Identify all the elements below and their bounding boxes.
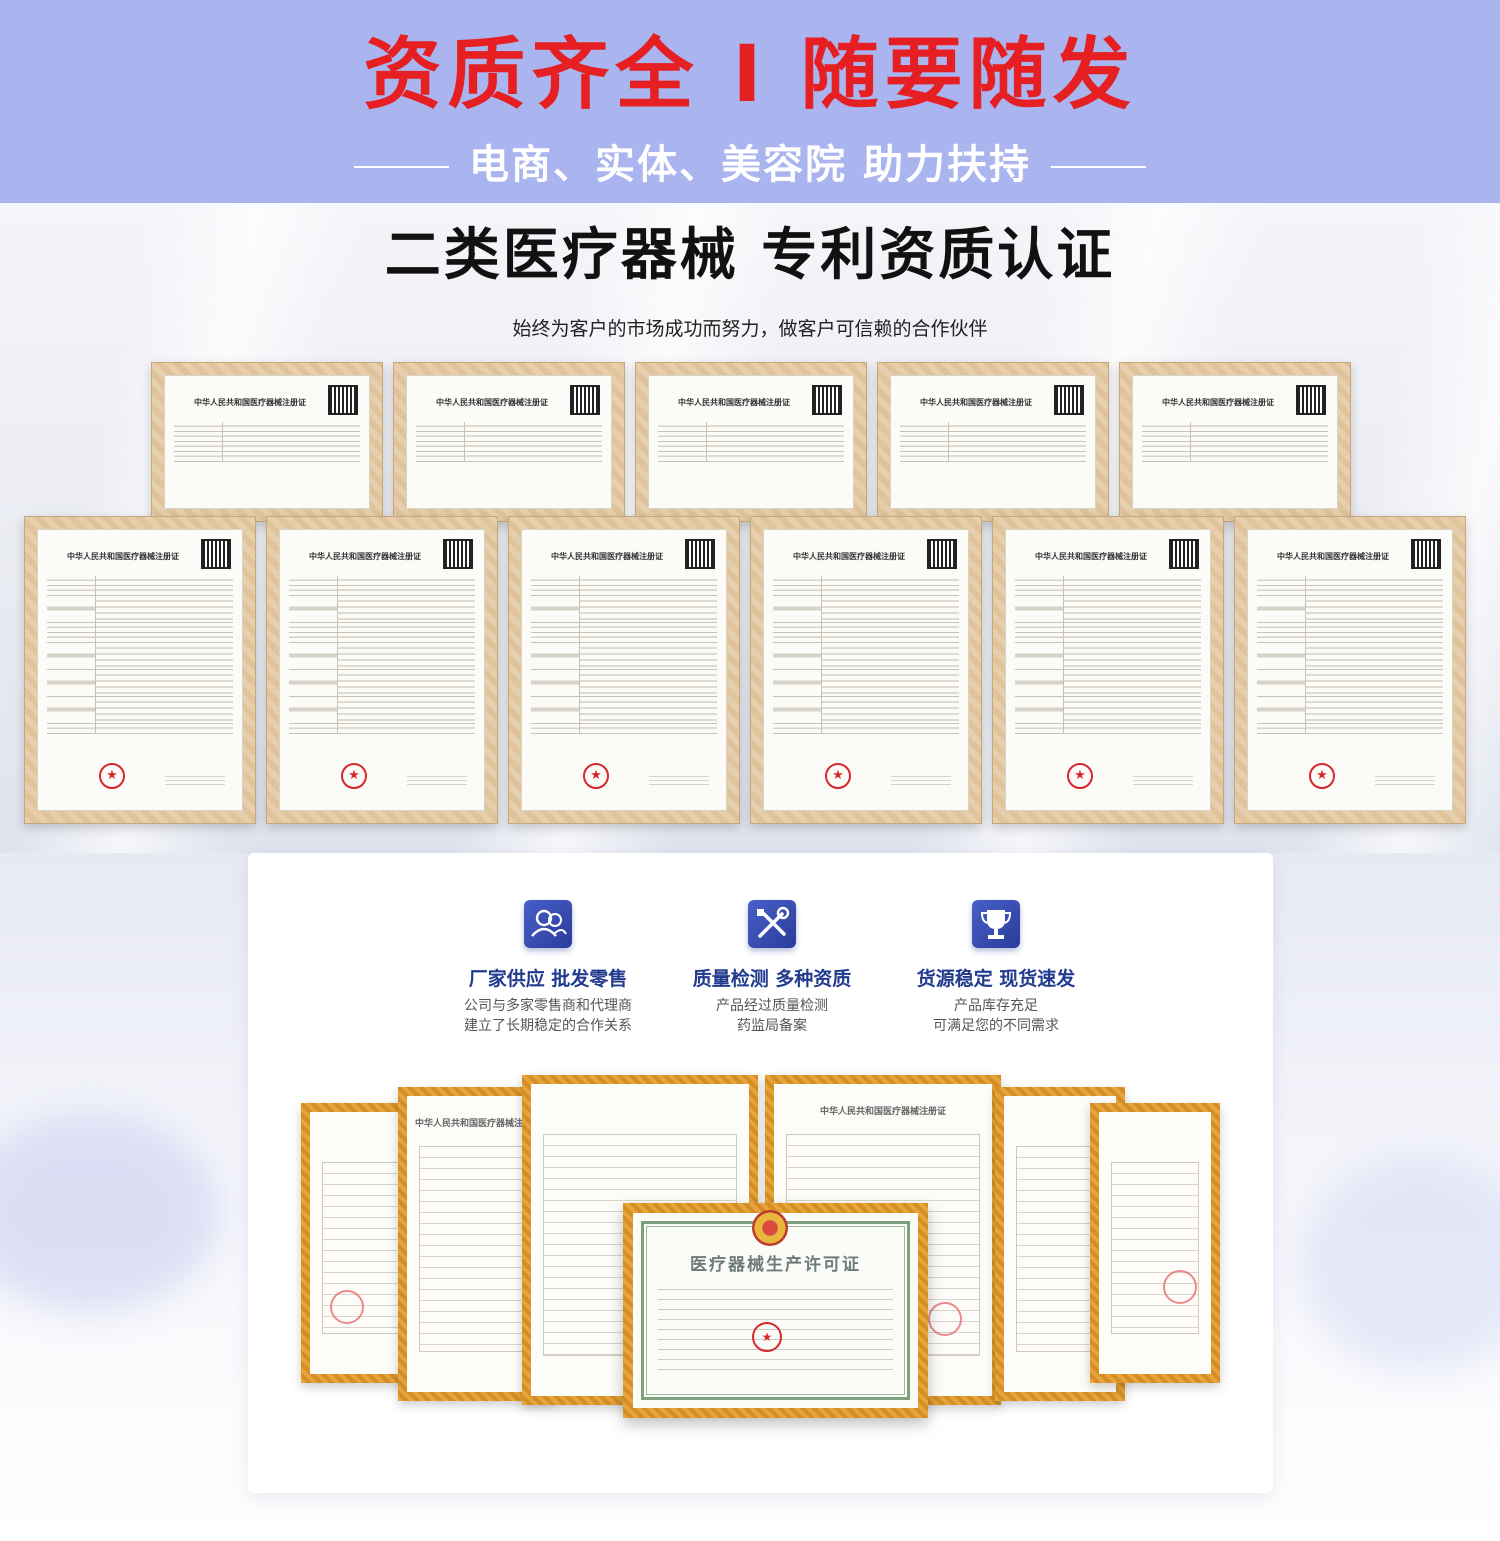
certificate-frame: 中华人民共和国医疗器械注册证 — [635, 362, 867, 522]
divider-line-left — [354, 166, 450, 168]
feature-title: 质量检测 多种资质 — [692, 968, 852, 990]
certificate-title: 中华人民共和国医疗器械注册证 — [67, 551, 179, 561]
license-title: 中华人民共和国医疗器械注册证 — [414, 1119, 541, 1129]
certificate-title: 中华人民共和国医疗器械注册证 — [920, 397, 1032, 407]
trophy-icon — [972, 900, 1020, 948]
red-seal-icon: ★ — [1067, 763, 1093, 789]
feature-title: 货源稳定 现货速发 — [916, 968, 1076, 990]
production-license-frame: 医疗器械生产许可证 ★ — [623, 1203, 928, 1418]
feature-desc: 可满足您的不同需求 — [933, 1018, 1059, 1034]
certificate-title: 中华人民共和国医疗器械注册证 — [194, 397, 306, 407]
decor-blob — [0, 1113, 220, 1313]
feature-title: 厂家供应 批发零售 — [468, 968, 628, 990]
top-banner: 资质齐全 I 随要随发 电商、实体、美容院 助力扶持 — [0, 0, 1500, 203]
certificate-title: 中华人民共和国医疗器械注册证 — [1035, 551, 1147, 561]
qr-code-icon — [201, 539, 231, 569]
certificate-frame: 中华人民共和国医疗器械注册证 — [151, 362, 383, 522]
certificate-frame: 中华人民共和国医疗器械注册证 ★ — [24, 516, 256, 824]
license-title: 中华人民共和国医疗器械注册证 — [819, 1107, 946, 1117]
certificate-title: 中华人民共和国医疗器械注册证 — [436, 397, 548, 407]
red-seal-icon — [330, 1290, 364, 1324]
certificate-title: 中华人民共和国医疗器械注册证 — [678, 397, 790, 407]
banner-subtitle: 电商、实体、美容院 助力扶持 — [469, 142, 1031, 188]
qr-code-icon — [443, 539, 473, 569]
section-subtitle: 始终为客户的市场成功而努力，做客户可信赖的合作伙伴 — [512, 318, 988, 340]
certificate-title: 中华人民共和国医疗器械注册证 — [1277, 551, 1389, 561]
qr-code-icon — [1411, 539, 1441, 569]
certificate-title: 中华人民共和国医疗器械注册证 — [793, 551, 905, 561]
production-license-title: 医疗器械生产许可证 — [690, 1255, 861, 1275]
feature-supply: 厂家供应 批发零售 公司与多家零售商和代理商 建立了长期稳定的合作关系 — [418, 900, 678, 1033]
qr-code-icon — [927, 539, 957, 569]
qr-code-icon — [1054, 385, 1084, 415]
red-seal-icon — [1163, 1270, 1197, 1304]
banner-subtitle-row: 电商、实体、美容院 助力扶持 — [0, 132, 1500, 190]
feature-stock: 货源稳定 现货速发 产品库存充足 可满足您的不同需求 — [866, 900, 1126, 1033]
certificate-title: 中华人民共和国医疗器械注册证 — [551, 551, 663, 561]
feature-desc: 建立了长期稳定的合作关系 — [464, 1018, 632, 1034]
feature-desc: 产品经过质量检测 — [716, 998, 828, 1014]
decor-blob — [1300, 1153, 1500, 1373]
certificate-frame: 中华人民共和国医疗器械注册证 ★ — [1234, 516, 1466, 824]
qr-code-icon — [570, 385, 600, 415]
certificate-frame: 中华人民共和国医疗器械注册证 — [1119, 362, 1351, 522]
certificate-frame: 中华人民共和国医疗器械注册证 ★ — [750, 516, 982, 824]
tools-icon — [748, 900, 796, 948]
banner-title: 资质齐全 I 随要随发 — [363, 30, 1137, 120]
red-seal-icon: ★ — [583, 763, 609, 789]
qr-code-icon — [1296, 385, 1326, 415]
feature-quality: 质量检测 多种资质 产品经过质量检测 药监局备案 — [642, 900, 902, 1033]
national-emblem-icon — [752, 1210, 788, 1246]
red-seal-icon: ★ — [99, 763, 125, 789]
certificate-title: 中华人民共和国医疗器械注册证 — [1162, 397, 1274, 407]
users-icon — [524, 900, 572, 948]
license-frame — [1090, 1103, 1220, 1383]
qr-code-icon — [1169, 539, 1199, 569]
certificate-frame: 中华人民共和国医疗器械注册证 ★ — [992, 516, 1224, 824]
certificate-frame: 中华人民共和国医疗器械注册证 ★ — [266, 516, 498, 824]
red-seal-icon — [928, 1302, 962, 1336]
certificate-frame: 中华人民共和国医疗器械注册证 ★ — [508, 516, 740, 824]
feature-desc: 药监局备案 — [737, 1018, 807, 1034]
feature-desc: 公司与多家零售商和代理商 — [464, 998, 632, 1014]
qr-code-icon — [328, 385, 358, 415]
certificate-title: 中华人民共和国医疗器械注册证 — [309, 551, 421, 561]
certificate-frame: 中华人民共和国医疗器械注册证 — [393, 362, 625, 522]
qr-code-icon — [812, 385, 842, 415]
certificate-frame: 中华人民共和国医疗器械注册证 — [877, 362, 1109, 522]
red-seal-icon: ★ — [752, 1322, 782, 1352]
red-seal-icon: ★ — [825, 763, 851, 789]
section-title: 二类医疗器械 专利资质认证 — [384, 223, 1116, 288]
divider-line-right — [1050, 166, 1146, 168]
red-seal-icon: ★ — [1309, 763, 1335, 789]
feature-desc: 产品库存充足 — [954, 998, 1038, 1014]
qr-code-icon — [685, 539, 715, 569]
red-seal-icon: ★ — [341, 763, 367, 789]
